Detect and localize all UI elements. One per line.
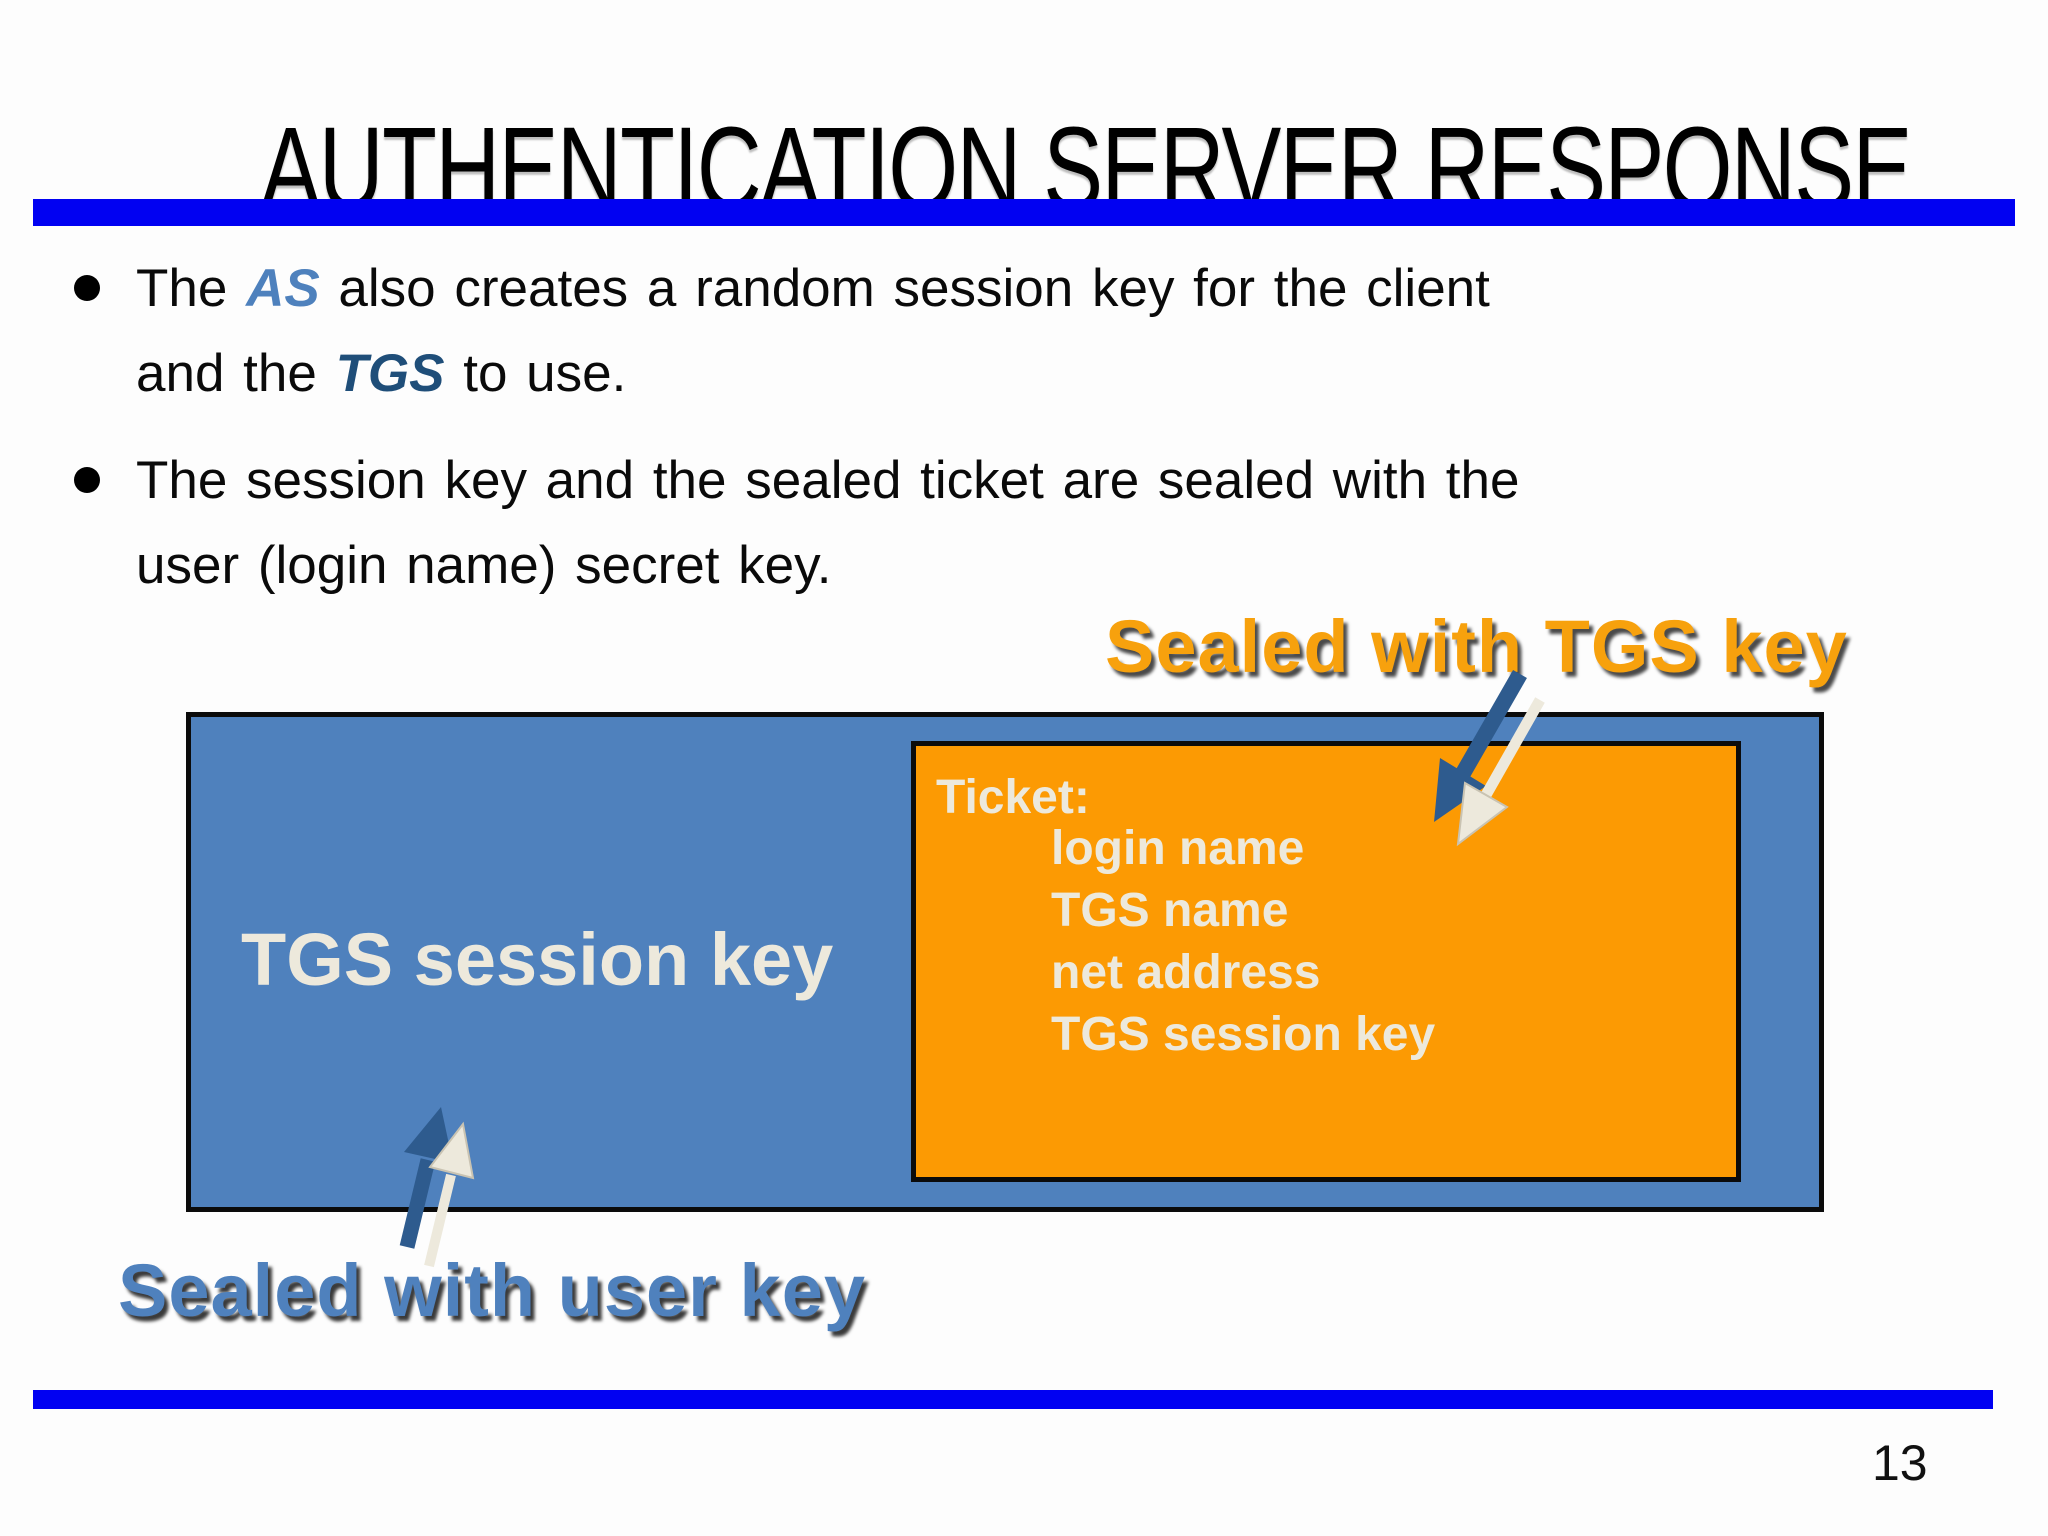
sealed-with-user-key-label: Sealed with user key [118,1249,867,1332]
bullet-item-2: The session key and the sealed ticket ar… [70,438,1540,608]
page-number: 13 [1872,1435,1928,1491]
ticket-field-login-name: login name [1051,822,1305,875]
bullet-item-1: The AS also creates a random session key… [70,246,1540,416]
ticket-box: Ticket: login name TGS name net address … [911,741,1741,1182]
bullet2-line1: The session key and the sealed ticket ar… [136,451,1520,510]
tgs-keyword: TGS [335,344,445,403]
bullet-dot-icon [70,246,136,331]
ticket-field-tgs-name: TGS name [1051,884,1289,937]
bullet1-line2-post: to use. [444,344,627,403]
ticket-field-tgs-session-key: TGS session key [1051,1008,1436,1061]
as-keyword: AS [246,259,320,318]
ticket-field-net-address: net address [1051,946,1321,999]
bullet-text-1: The AS also creates a random session key… [136,246,1490,416]
ticket-field-list: login name TGS name net address TGS sess… [1051,818,1435,1066]
footer-bar [33,1390,1993,1409]
tgs-session-key-box-label: TGS session key [241,918,834,1001]
title-divider-bar [33,199,2015,226]
ticket-title: Ticket: [936,771,1090,824]
bullet2-line2: user (login name) secret key. [136,536,832,595]
bullet-list: The AS also creates a random session key… [70,246,1540,608]
bullet-dot-icon [70,438,136,523]
bullet1-line2-pre: and the [136,344,336,403]
sealed-with-tgs-key-label: Sealed with TGS key [1105,605,1848,688]
bullet1-line1-post: also creates a random session key for th… [319,259,1490,318]
tgs-session-key-box: TGS session key Ticket: login name TGS n… [186,712,1824,1212]
bullet-text-2: The session key and the sealed ticket ar… [136,438,1519,608]
bullet1-line1-pre: The [136,259,247,318]
